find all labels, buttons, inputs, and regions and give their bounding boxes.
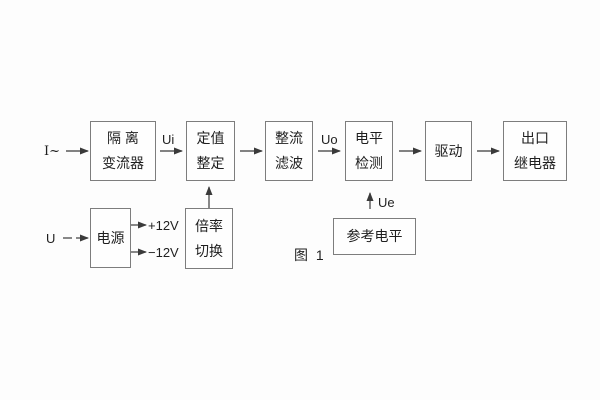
label-uo: Uo xyxy=(321,132,338,147)
block-setting: 定值 整定 xyxy=(186,121,235,181)
block-level-detect-line1: 电平 xyxy=(355,130,383,146)
label-minus-12v: −12V xyxy=(148,245,179,260)
block-power-supply: 电源 xyxy=(90,208,131,268)
block-reference-level: 参考电平 xyxy=(333,218,416,255)
block-power-line1: 电源 xyxy=(96,229,125,246)
block-rectifier-filter: 整流 滤波 xyxy=(265,121,313,181)
block-rectifier-line1: 整流 xyxy=(275,130,303,146)
label-ui: Ui xyxy=(162,132,175,147)
block-drive: 驱动 xyxy=(425,121,472,181)
block-output-relay-line1: 出口 xyxy=(521,130,549,146)
block-isolation-transformer: 隔 离 变流器 xyxy=(90,121,156,181)
block-drive-line1: 驱动 xyxy=(434,142,463,159)
block-output-relay: 出口 继电器 xyxy=(503,121,567,181)
block-reference-line1: 参考电平 xyxy=(346,228,403,244)
block-isolation-line2: 变流器 xyxy=(102,155,144,171)
block-setting-line1: 定值 xyxy=(196,130,225,146)
block-ratio-switch: 倍率 切换 xyxy=(185,208,233,269)
figure-caption: 图 1 xyxy=(294,247,326,263)
block-ratio-line2: 切换 xyxy=(195,242,223,259)
label-ue: Ue xyxy=(378,195,395,210)
block-isolation-line1: 隔 离 xyxy=(107,130,139,146)
label-input-voltage: U xyxy=(46,231,56,246)
block-setting-line2: 整定 xyxy=(196,155,225,171)
block-output-relay-line2: 继电器 xyxy=(514,155,556,171)
block-level-detect-line2: 检测 xyxy=(355,155,383,171)
block-rectifier-line2: 滤波 xyxy=(275,155,303,171)
block-level-detect: 电平 检测 xyxy=(345,121,393,181)
label-input-current: I~ xyxy=(44,144,61,159)
label-plus-12v: +12V xyxy=(148,218,179,233)
block-ratio-line1: 倍率 xyxy=(195,217,223,234)
